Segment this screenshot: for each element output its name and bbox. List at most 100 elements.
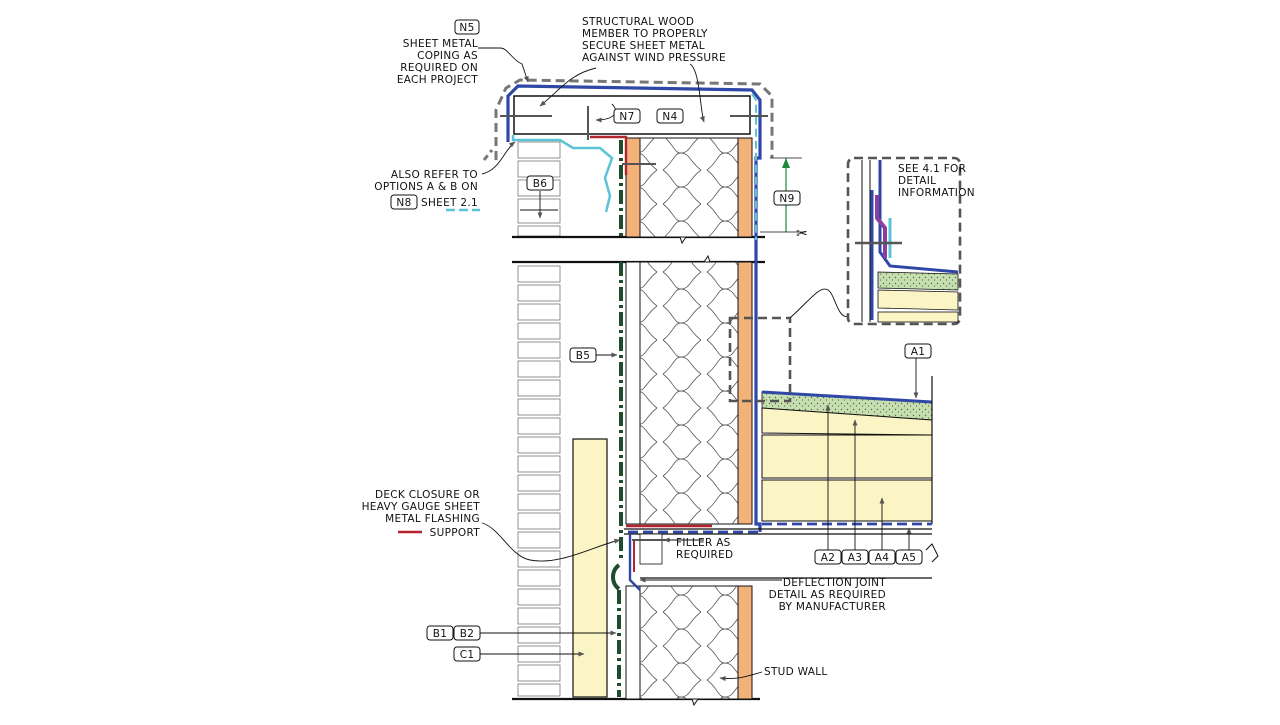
svg-text:SECURE SHEET METAL: SECURE SHEET METAL [582, 40, 705, 52]
svg-text:N7: N7 [619, 111, 634, 123]
tag-c1: C1 [453, 646, 481, 662]
svg-text:A3: A3 [848, 552, 862, 564]
brick-course [517, 588, 561, 606]
tag-a1: A1 [904, 343, 932, 359]
brick-course [517, 265, 561, 283]
underlayment-light-blue [511, 135, 614, 213]
svg-text:OPTIONS A & B ON: OPTIONS A & B ON [374, 181, 478, 193]
svg-text:N8: N8 [396, 197, 411, 209]
svg-text:METAL FLASHING: METAL FLASHING [385, 513, 480, 525]
brick-course [517, 493, 561, 511]
brick-course [517, 379, 561, 397]
brick-course [517, 398, 561, 416]
svg-text:ALSO REFER TO: ALSO REFER TO [391, 169, 478, 181]
svg-text:COPING AS: COPING AS [417, 50, 478, 62]
brick-course [517, 436, 561, 454]
brick-course [517, 417, 561, 435]
svg-text:N9: N9 [779, 193, 794, 205]
tag-a4: A4 [868, 549, 896, 565]
svg-text:B2: B2 [460, 628, 474, 640]
detail-callout-box [728, 316, 792, 403]
brick-veneer-lower [517, 265, 561, 697]
exterior-insulation-board [572, 438, 608, 698]
brick-course [517, 664, 561, 682]
leader-lines [478, 47, 919, 682]
svg-text:N5: N5 [459, 22, 474, 34]
note-coping: SHEET METAL COPING AS REQUIRED ON EACH P… [397, 38, 478, 86]
tag-n8: N8 [390, 194, 418, 210]
svg-text:FILLER AS: FILLER AS [676, 537, 731, 549]
svg-text:DECK CLOSURE OR: DECK CLOSURE OR [375, 489, 480, 501]
note-stud-wall: STUD WALL [764, 666, 828, 678]
brick-course [517, 531, 561, 549]
air-barrier-line [611, 140, 623, 697]
svg-text:B6: B6 [533, 178, 548, 190]
svg-text:SHEET 2.1: SHEET 2.1 [421, 197, 478, 209]
brick-veneer-upper [517, 141, 561, 237]
brick-course [517, 474, 561, 492]
tag-b1: B1 [426, 625, 454, 641]
tag-n9: N9 [773, 190, 801, 206]
brick-course [517, 550, 561, 568]
svg-text:SUPPORT: SUPPORT [430, 527, 481, 539]
svg-text:DEFLECTION JOINT: DEFLECTION JOINT [783, 577, 886, 589]
svg-text:B5: B5 [576, 350, 590, 362]
tag-a2: A2 [814, 549, 842, 565]
note-wood-member: STRUCTURAL WOOD MEMBER TO PROPERLY SECUR… [582, 16, 726, 64]
svg-text:BY MANUFACTURER: BY MANUFACTURER [779, 601, 886, 613]
note-see-detail: SEE 4.1 FOR DETAIL INFORMATION [898, 163, 975, 199]
note-also-refer: ALSO REFER TO OPTIONS A & B ON SHEET 2.1 [374, 169, 478, 209]
brick-course [517, 284, 561, 302]
brick-course [517, 360, 561, 378]
svg-text:AGAINST WIND PRESSURE: AGAINST WIND PRESSURE [582, 52, 726, 64]
brick-course [517, 626, 561, 644]
svg-text:DETAIL: DETAIL [898, 175, 936, 187]
lower-stud-wall [625, 585, 753, 700]
note-deck-closure: DECK CLOSURE OR HEAVY GAUGE SHEET METAL … [362, 489, 481, 539]
brick-course [517, 322, 561, 340]
svg-text:SEE 4.1 FOR: SEE 4.1 FOR [898, 163, 966, 175]
inset-detail [846, 156, 962, 326]
note-deflection-joint: DEFLECTION JOINT DETAIL AS REQUIRED BY M… [769, 577, 886, 613]
note-filler: FILLER AS REQUIRED [676, 537, 733, 561]
svg-text:A5: A5 [902, 552, 916, 564]
coping-outline-dashed [494, 78, 774, 160]
tag-n7: N7 [613, 108, 641, 124]
svg-text:C1: C1 [460, 649, 475, 661]
svg-text:A4: A4 [875, 552, 889, 564]
svg-text:REQUIRED: REQUIRED [676, 549, 733, 561]
n9-dimension: ✂ [760, 157, 808, 242]
svg-text:HEAVY GAUGE SHEET: HEAVY GAUGE SHEET [362, 501, 481, 513]
svg-text:STRUCTURAL WOOD: STRUCTURAL WOOD [582, 16, 694, 28]
tag-a3: A3 [841, 549, 869, 565]
brick-course [517, 607, 561, 625]
svg-text:✂: ✂ [796, 226, 808, 242]
roof-assembly [624, 376, 939, 591]
brick-course [517, 341, 561, 359]
svg-text:MEMBER TO PROPERLY: MEMBER TO PROPERLY [582, 28, 708, 40]
tag-b5: B5 [569, 347, 597, 363]
coping-fasteners [500, 106, 768, 165]
brick-course [517, 512, 561, 530]
svg-text:INFORMATION: INFORMATION [898, 187, 975, 199]
tag-n4: N4 [656, 108, 684, 124]
svg-text:SHEET METAL: SHEET METAL [403, 38, 478, 50]
svg-text:B1: B1 [433, 628, 447, 640]
tag-n5: N5 [454, 19, 480, 35]
tag-b6: B6 [526, 175, 554, 191]
brick-course [517, 569, 561, 587]
red-flashing-top [590, 135, 628, 175]
svg-text:N4: N4 [662, 111, 677, 123]
svg-text:EACH PROJECT: EACH PROJECT [397, 74, 478, 86]
svg-text:A1: A1 [911, 346, 925, 358]
tag-b2: B2 [453, 625, 481, 641]
brick-course [517, 455, 561, 473]
svg-text:REQUIRED ON: REQUIRED ON [400, 62, 478, 74]
brick-course [517, 303, 561, 321]
parapet-stud-wall [625, 137, 753, 525]
svg-text:A2: A2 [821, 552, 835, 564]
svg-text:DETAIL AS REQUIRED: DETAIL AS REQUIRED [769, 589, 886, 601]
coping-membrane-blue [506, 84, 762, 532]
brick-course [517, 683, 561, 697]
